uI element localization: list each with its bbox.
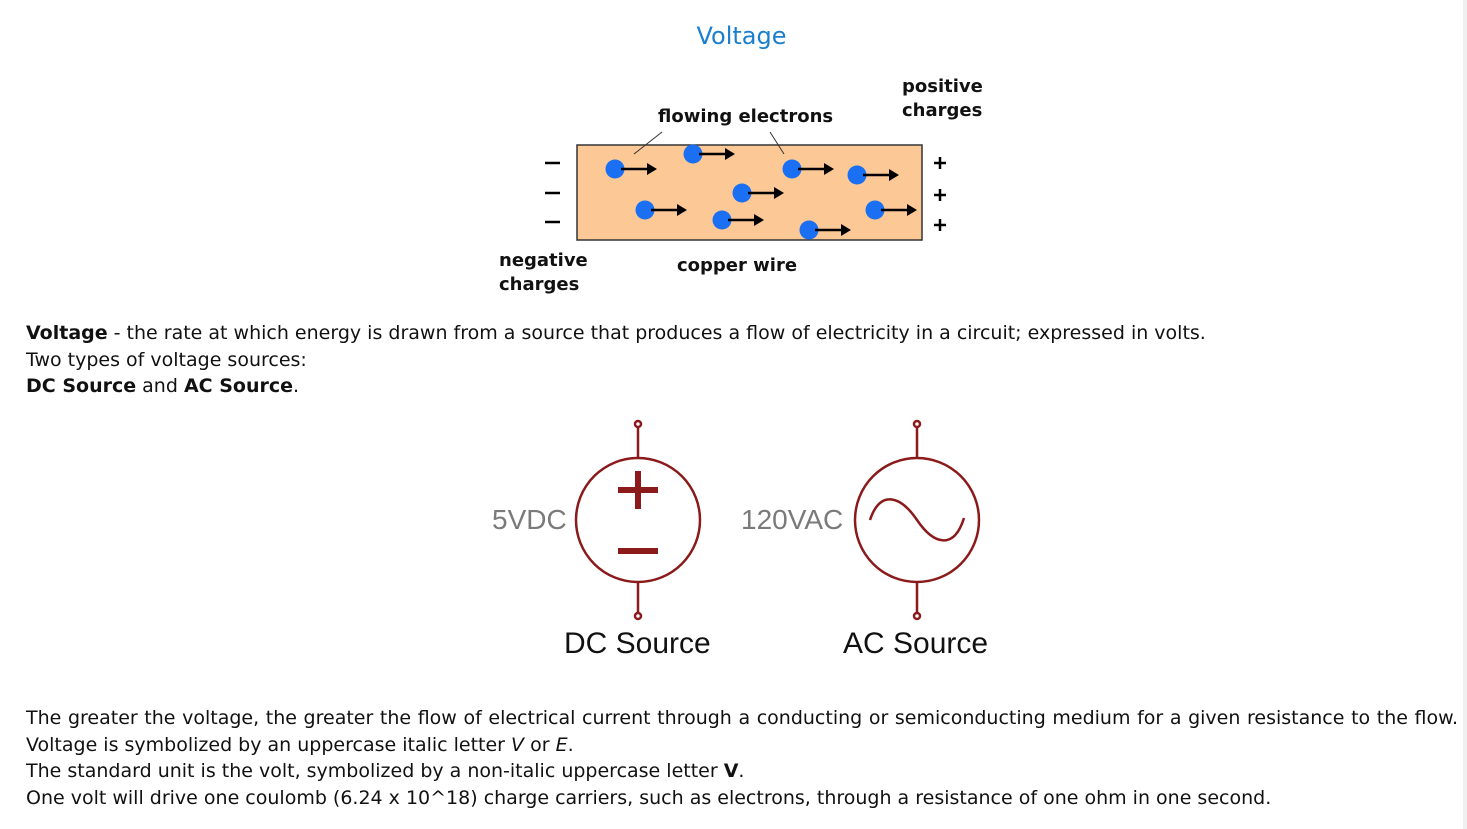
electron-arrowhead <box>889 169 899 181</box>
label-positive-line2: charges <box>902 100 983 121</box>
electron <box>782 159 802 179</box>
scrollbar[interactable] <box>1463 0 1467 829</box>
electron <box>712 210 732 230</box>
negative-signs <box>545 161 560 224</box>
electron-arrowhead <box>907 204 917 216</box>
electron-flow-diagram: flowing electrons positive charges negat… <box>490 70 1010 305</box>
label-flowing-electrons: flowing electrons <box>658 106 834 127</box>
electron <box>847 165 867 185</box>
ac-term: AC Source <box>183 375 293 397</box>
p2-end: . <box>738 760 745 782</box>
p2-bold-v: V <box>723 760 739 782</box>
electron <box>605 159 625 179</box>
dc-source-symbol <box>574 419 702 621</box>
label-copper-wire: copper wire <box>677 255 798 276</box>
body-paragraph-2: The standard unit is the volt, symbolize… <box>26 758 1458 785</box>
electron <box>635 200 655 220</box>
electron <box>865 200 885 220</box>
electron-arrowhead <box>841 224 851 236</box>
p2-text: The standard unit is the volt, symbolize… <box>26 760 724 782</box>
body-paragraph-1: The greater the voltage, the greater the… <box>26 705 1458 758</box>
p1-text: The greater the voltage, the greater the… <box>26 707 1458 756</box>
ac-voltage-value: 120VAC <box>741 504 844 535</box>
label-positive-line1: positive <box>902 76 983 97</box>
page-title: Voltage <box>696 22 787 50</box>
electron-arrowhead <box>754 214 764 226</box>
electron <box>732 183 752 203</box>
body-text: The greater the voltage, the greater the… <box>26 705 1458 811</box>
p1-italic-v: V <box>511 733 525 756</box>
dc-term: DC Source <box>26 375 137 397</box>
and-text: and <box>136 375 184 397</box>
electron <box>683 144 703 164</box>
label-negative-line2: charges <box>499 274 580 295</box>
label-negative-line1: negative <box>499 250 588 271</box>
voltage-definition: - the rate at which energy is drawn from… <box>107 322 1206 344</box>
dc-voltage-value: 5VDC <box>492 504 567 535</box>
sources-svg <box>574 419 981 621</box>
ac-source-label: AC Source <box>843 627 989 660</box>
p1-end: . <box>567 733 574 756</box>
types-intro: Two types of voltage sources: <box>26 348 307 371</box>
electron-arrowhead <box>774 187 784 199</box>
electron <box>799 220 819 240</box>
definition-paragraph: Voltage - the rate at which energy is dr… <box>26 320 1206 400</box>
electrons-group <box>605 144 917 240</box>
electron-arrowhead <box>824 163 834 175</box>
p1-or: or <box>524 733 556 756</box>
electron-flow-svg <box>545 131 946 241</box>
p1-italic-e: E <box>555 733 568 756</box>
electron-arrowhead <box>725 148 735 160</box>
period-text: . <box>293 375 300 397</box>
positive-signs <box>934 157 946 231</box>
electron-arrowhead <box>677 204 687 216</box>
ac-source-symbol <box>853 419 981 621</box>
body-paragraph-3: One volt will drive one coulomb (6.24 x … <box>26 786 1272 809</box>
electron-arrowhead <box>647 163 657 175</box>
voltage-sources-diagram: 5VDC 120VAC DC Source AC Source <box>480 410 1020 670</box>
dc-source-label: DC Source <box>564 627 711 660</box>
voltage-term: Voltage <box>26 322 108 344</box>
